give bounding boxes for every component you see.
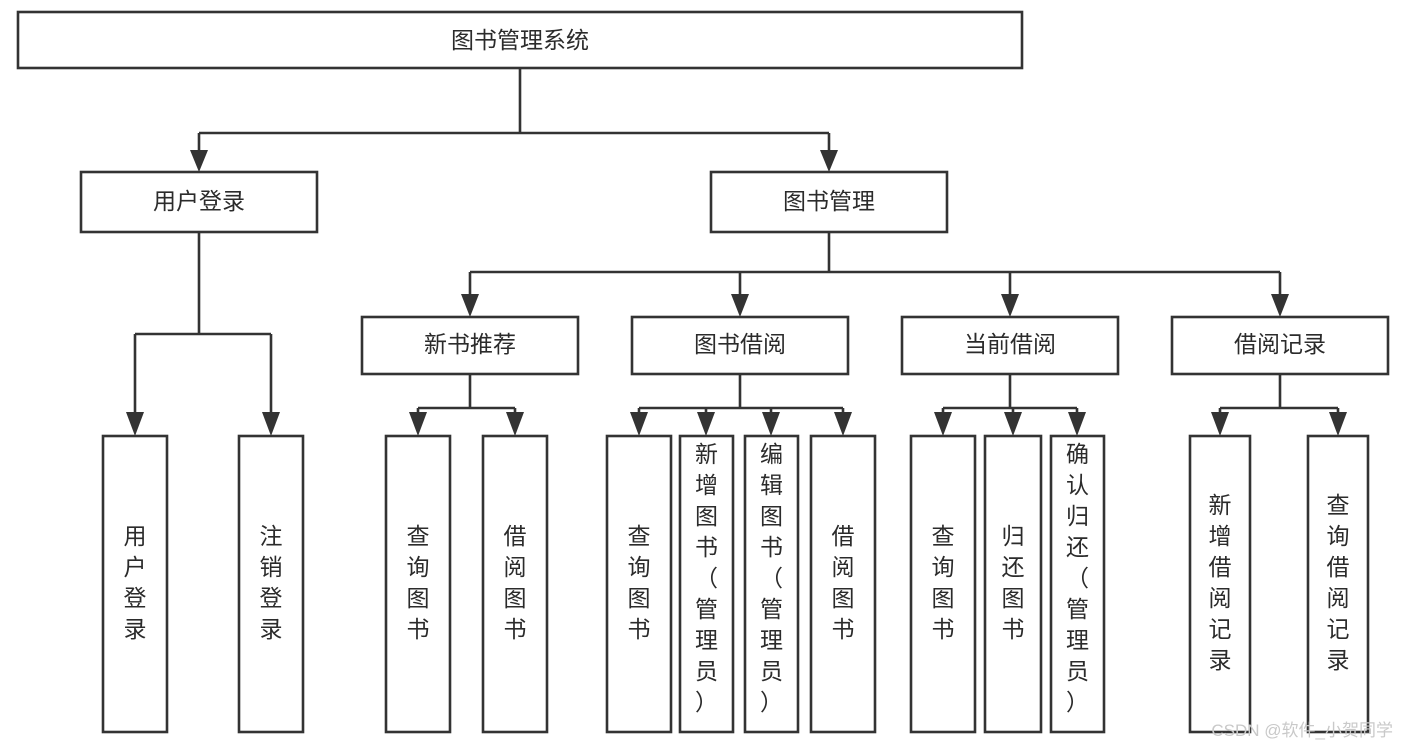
edge-new-book-rec-trunk: [416, 374, 517, 418]
leaf-query-book-1-box[interactable]: [384, 434, 452, 734]
leaf-confirm-return[interactable]: 确认归还（管理员）: [1049, 434, 1106, 734]
leaf-query-book-1[interactable]: 查询图书: [384, 434, 452, 734]
node-new-book-rec-box[interactable]: [360, 315, 580, 376]
leaf-user-login[interactable]: 用户登录: [101, 434, 169, 734]
arrow-to-leaf-confirm-return: [1068, 412, 1086, 436]
leaf-query-book-3-label: 查询图书: [932, 523, 955, 642]
node-book-borrow[interactable]: 图书借阅: [630, 315, 850, 376]
edge-borrow-record-trunk: [1218, 374, 1340, 418]
leaf-query-record-box[interactable]: [1306, 434, 1370, 734]
arrow-to-borrow-record: [1271, 294, 1289, 317]
leaf-edit-book-box[interactable]: [743, 434, 800, 734]
node-borrow-record[interactable]: 借阅记录: [1170, 315, 1390, 376]
node-new-book-rec[interactable]: 新书推荐: [360, 315, 580, 376]
leaf-return-book-box[interactable]: [983, 434, 1043, 734]
node-book-manage-label: 图书管理: [783, 188, 875, 214]
node-borrow-record-box[interactable]: [1170, 315, 1390, 376]
arrow-to-leaf-add-record: [1211, 412, 1229, 436]
leaf-add-book-label: 新增图书（管理员）: [695, 441, 718, 715]
arrow-to-leaf-edit-book: [762, 412, 780, 436]
leaf-query-book-3-box[interactable]: [909, 434, 977, 734]
leaf-query-record-label: 查询借阅记录: [1327, 492, 1350, 673]
leaf-add-book[interactable]: 新增图书（管理员）: [678, 434, 735, 734]
leaf-node-layer: 用户登录 注销登录 查询图书 借阅图书 查询图书 新增图书（管理员） 编辑图书（管理员） 借阅…: [101, 434, 1370, 734]
leaf-borrow-book-2-label: 借阅图书: [832, 523, 855, 642]
leaf-query-record[interactable]: 查询借阅记录: [1306, 434, 1370, 734]
leaf-borrow-book-2[interactable]: 借阅图书: [809, 434, 877, 734]
arrow-to-leaf-logout: [262, 412, 280, 436]
arrow-to-leaf-return-book: [1004, 412, 1022, 436]
leaf-logout-label: 注销登录: [260, 523, 283, 642]
node-current-borrow-label: 当前借阅: [964, 331, 1056, 357]
arrow-to-leaf-query-book-2: [630, 412, 648, 436]
leaf-return-book-label: 归还图书: [1002, 523, 1025, 642]
node-book-manage-box[interactable]: [709, 170, 949, 234]
arrow-to-leaf-user-login: [126, 412, 144, 436]
node-book-borrow-label: 图书借阅: [694, 331, 786, 357]
node-book-manage[interactable]: 图书管理: [709, 170, 949, 234]
leaf-add-record-box[interactable]: [1188, 434, 1252, 734]
node-user-login-box[interactable]: [79, 170, 319, 234]
node-new-book-rec-label: 新书推荐: [424, 331, 516, 357]
arrow-to-leaf-borrow-book-1: [506, 412, 524, 436]
leaf-borrow-book-1-box[interactable]: [481, 434, 549, 734]
node-current-borrow-box[interactable]: [900, 315, 1120, 376]
leaf-user-login-box[interactable]: [101, 434, 169, 734]
leaf-query-book-2[interactable]: 查询图书: [605, 434, 673, 734]
arrow-to-leaf-query-record: [1329, 412, 1347, 436]
node-book-borrow-box[interactable]: [630, 315, 850, 376]
arrow-to-user-login: [190, 150, 208, 172]
node-user-login[interactable]: 用户登录: [79, 170, 319, 234]
edge-root-trunk: [197, 68, 831, 155]
node-root[interactable]: 图书管理系统: [16, 10, 1024, 70]
leaf-edit-book-label: 编辑图书（管理员）: [760, 441, 783, 715]
leaf-query-book-1-label: 查询图书: [407, 523, 430, 642]
leaf-query-book-2-label: 查询图书: [628, 523, 651, 642]
arrow-to-current-borrow: [1001, 294, 1019, 317]
arrow-to-leaf-add-book: [697, 412, 715, 436]
node-user-login-label: 用户登录: [153, 188, 245, 214]
leaf-borrow-book-1[interactable]: 借阅图书: [481, 434, 549, 734]
leaf-add-record[interactable]: 新增借阅记录: [1188, 434, 1252, 734]
leaf-confirm-return-box[interactable]: [1049, 434, 1106, 734]
connector-layer: [126, 68, 1347, 436]
arrow-to-leaf-borrow-book-2: [834, 412, 852, 436]
arrow-to-new-book-rec: [461, 294, 479, 317]
edge-book-manage-trunk: [468, 232, 1282, 297]
leaf-edit-book[interactable]: 编辑图书（管理员）: [743, 434, 800, 734]
leaf-query-book-2-box[interactable]: [605, 434, 673, 734]
leaf-query-book-3[interactable]: 查询图书: [909, 434, 977, 734]
leaf-borrow-book-1-label: 借阅图书: [504, 523, 527, 642]
node-root-box[interactable]: [16, 10, 1024, 70]
leaf-return-book[interactable]: 归还图书: [983, 434, 1043, 734]
node-borrow-record-label: 借阅记录: [1234, 331, 1326, 357]
leaf-add-record-label: 新增借阅记录: [1209, 492, 1232, 673]
leaf-logout-box[interactable]: [237, 434, 305, 734]
node-current-borrow[interactable]: 当前借阅: [900, 315, 1120, 376]
leaf-logout[interactable]: 注销登录: [237, 434, 305, 734]
arrow-to-book-manage: [820, 150, 838, 172]
arrow-to-leaf-query-book-1: [409, 412, 427, 436]
arrow-to-book-borrow: [731, 294, 749, 317]
leaf-add-book-box[interactable]: [678, 434, 735, 734]
arrow-to-leaf-query-book-3: [934, 412, 952, 436]
edge-current-borrow-trunk: [941, 374, 1079, 418]
node-root-label: 图书管理系统: [451, 27, 589, 53]
leaf-borrow-book-2-box[interactable]: [809, 434, 877, 734]
leaf-user-login-label: 用户登录: [124, 523, 147, 642]
edge-user-login-trunk: [133, 232, 273, 418]
leaf-confirm-return-label: 确认归还（管理员）: [1066, 441, 1089, 715]
edge-book-borrow-trunk: [637, 374, 845, 418]
